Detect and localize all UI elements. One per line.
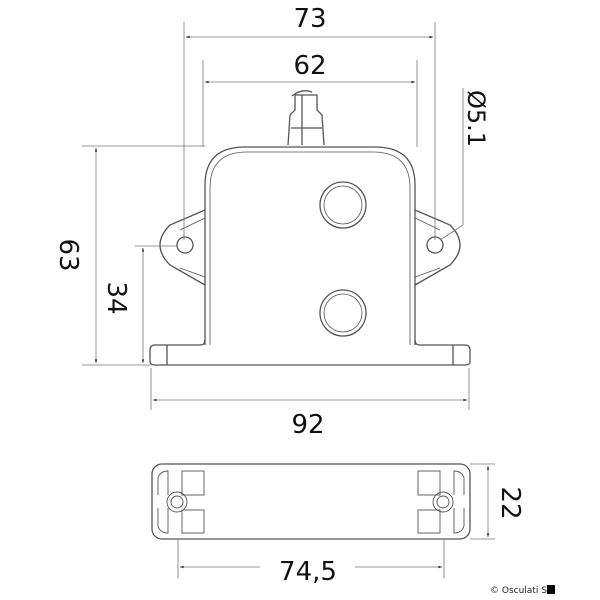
right-mounting-ear: [414, 209, 461, 286]
bottom-plate: [151, 463, 471, 540]
dim-depth: 22: [495, 486, 525, 519]
copyright-notice: © Osculati S: [490, 585, 555, 596]
bottom-view: [151, 463, 471, 540]
dim-hole-center-height: 34: [101, 281, 131, 314]
base-plate: [149, 339, 471, 366]
left-mounting-ear: [159, 209, 206, 286]
front-view: [149, 90, 471, 366]
dim-hole-spacing: 74,5: [279, 557, 337, 587]
redaction-block: [546, 585, 555, 594]
bottom-dimension-lines: [177, 463, 495, 578]
lower-port: [319, 289, 367, 337]
left-pad: [157, 470, 205, 534]
dim-inner-top-width: 62: [293, 51, 326, 81]
front-dimension-lines: [82, 22, 470, 410]
copyright-text: © Osculati S: [490, 586, 547, 596]
dim-mount-hole-diameter: Ø5.1: [462, 90, 490, 147]
dim-total-height: 63: [53, 238, 83, 271]
left-mount-hole: [176, 236, 194, 254]
hose-barb: [287, 90, 325, 146]
dim-base-width: 92: [291, 410, 324, 440]
dim-overall-top-width: 73: [293, 4, 326, 34]
right-pad: [417, 470, 465, 534]
pump-body: [204, 146, 416, 345]
upper-port: [319, 181, 367, 229]
